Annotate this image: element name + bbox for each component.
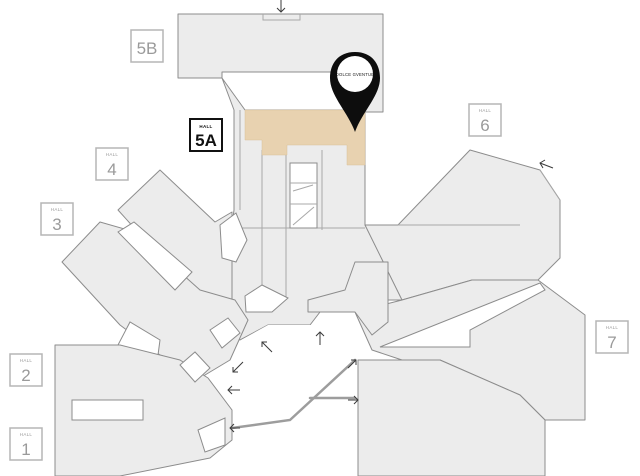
entrance-arrow-icon[interactable] [347,359,357,369]
exhibitor-booth-area[interactable] [244,109,366,166]
svg-text:5A: 5A [195,131,217,150]
hall-label-6[interactable]: HALL 6 [468,103,502,137]
svg-text:5B: 5B [137,39,158,58]
svg-text:7: 7 [607,333,616,352]
hall-7-lower-area[interactable] [357,359,546,476]
hall-6-area[interactable] [364,149,561,301]
entrance-arrow-icon[interactable] [229,423,240,433]
map-pin-icon[interactable]: DOLCE GVENTUE [330,52,380,132]
connector-wedge [307,261,389,336]
hall-label-1[interactable]: HALL 1 [9,427,43,461]
pin-label: DOLCE GVENTUE [336,72,374,77]
hall-label-7[interactable]: HALL 7 [595,320,629,354]
svg-text:HALL: HALL [51,207,64,212]
svg-text:6: 6 [480,116,489,135]
hall-label-2[interactable]: HALL 2 [9,353,43,387]
svg-text:HALL: HALL [20,432,33,437]
hall-3-area[interactable] [61,221,289,379]
walkway-routes [230,358,357,430]
entrance-arrow-icon[interactable] [232,361,244,373]
svg-text:HALL: HALL [199,124,212,129]
entrance-arrow-icon[interactable] [276,0,286,13]
hall-label-5b[interactable]: 5B [130,29,164,63]
hall-label-5a[interactable]: HALL 5A [189,118,223,152]
entrance-arrow-icon[interactable] [315,331,325,345]
svg-text:4: 4 [107,160,116,179]
hall-label-4[interactable]: HALL 4 [95,147,129,181]
entrance-arrow-icon[interactable] [348,395,359,405]
entrance-arrow-icon[interactable] [261,341,273,353]
svg-text:1: 1 [21,440,30,459]
entrance-arrow-icon[interactable] [539,159,554,169]
hall-label-3[interactable]: HALL 3 [40,202,74,236]
svg-text:3: 3 [52,215,61,234]
hall-2-area[interactable] [54,344,233,476]
central-courtyard [232,325,358,440]
svg-text:2: 2 [21,366,30,385]
svg-text:HALL: HALL [606,325,619,330]
svg-text:HALL: HALL [20,358,33,363]
entrance-arrow-icon[interactable] [227,385,240,395]
svg-text:HALL: HALL [106,152,119,157]
svg-text:HALL: HALL [479,108,492,113]
